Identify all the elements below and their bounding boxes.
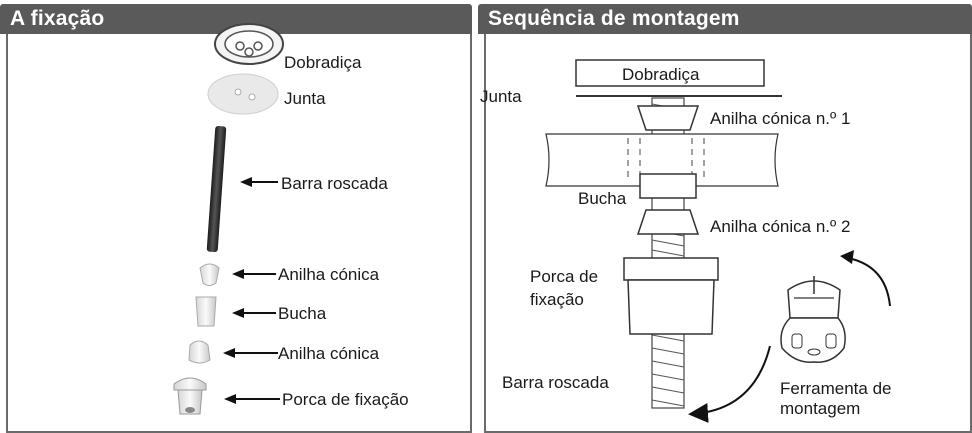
conical-washer-1-part [199, 263, 220, 286]
arrowhead-threaded-rod [240, 177, 252, 187]
assembly-header: Sequência de montagem [478, 4, 972, 34]
label-assembly-gasket: Junta [480, 87, 522, 106]
label-assembly-washer-1: Anilha cónica n.º 1 [710, 109, 850, 128]
label-assembly-threaded-rod: Barra roscada [502, 373, 609, 392]
gasket-part [207, 73, 279, 115]
assembly-washer-1 [636, 105, 700, 131]
arrowhead-bushing [232, 308, 244, 318]
tool-to-rod-arrow [688, 345, 771, 423]
label-assembly-hinge: Dobradiça [622, 65, 700, 84]
arrowhead-fixing-nut [224, 394, 236, 404]
assembly-panel: Sequência de montagem Dobradiça Junta [478, 0, 972, 433]
label-assembly-nut-line2: fixação [530, 290, 584, 309]
label-assembly-nut-line1: Porca de [530, 267, 598, 286]
hinge-block [575, 59, 765, 87]
arrowhead-washer-1 [232, 269, 244, 279]
arrowhead-washer-2 [223, 348, 235, 358]
fixation-panel: A fixação Dobradiça Junta [0, 0, 472, 433]
label-assembly-bushing: Bucha [578, 189, 627, 208]
conical-washer-2-part [188, 340, 211, 364]
fixation-parts-diagram: Dobradiça Junta Barra roscada Anilha cón… [173, 23, 409, 415]
label-conical-washer-1: Anilha cónica [278, 265, 380, 284]
label-fixing-nut: Porca de fixação [282, 390, 409, 409]
assembly-tool [780, 276, 846, 363]
assembly-fixing-nut [623, 257, 719, 335]
label-assembly-washer-2: Anilha cónica n.º 2 [710, 217, 850, 236]
tool-rotation-arrowhead [840, 250, 854, 264]
assembly-sequence-diagram: Dobradiça Junta Anilha cónica n.º 1 [480, 59, 892, 423]
label-threaded-rod: Barra roscada [281, 174, 388, 193]
assembly-washer-2 [636, 209, 700, 235]
assembly-bushing [639, 173, 697, 199]
assembly-title: Sequência de montagem [488, 7, 740, 30]
threaded-rod-part [206, 126, 227, 253]
fixing-nut-part [173, 377, 207, 415]
tool-rotation-arc [847, 257, 891, 307]
label-conical-washer-2: Anilha cónica [278, 344, 380, 363]
bushing-part [195, 296, 217, 327]
label-tool-line2: montagem [780, 399, 860, 418]
label-bushing: Bucha [278, 304, 327, 323]
hinge-part [214, 23, 284, 65]
label-hinge: Dobradiça [284, 53, 362, 72]
label-tool-line1: Ferramenta de [780, 379, 892, 398]
fixation-title: A fixação [10, 7, 105, 30]
label-gasket: Junta [284, 89, 326, 108]
